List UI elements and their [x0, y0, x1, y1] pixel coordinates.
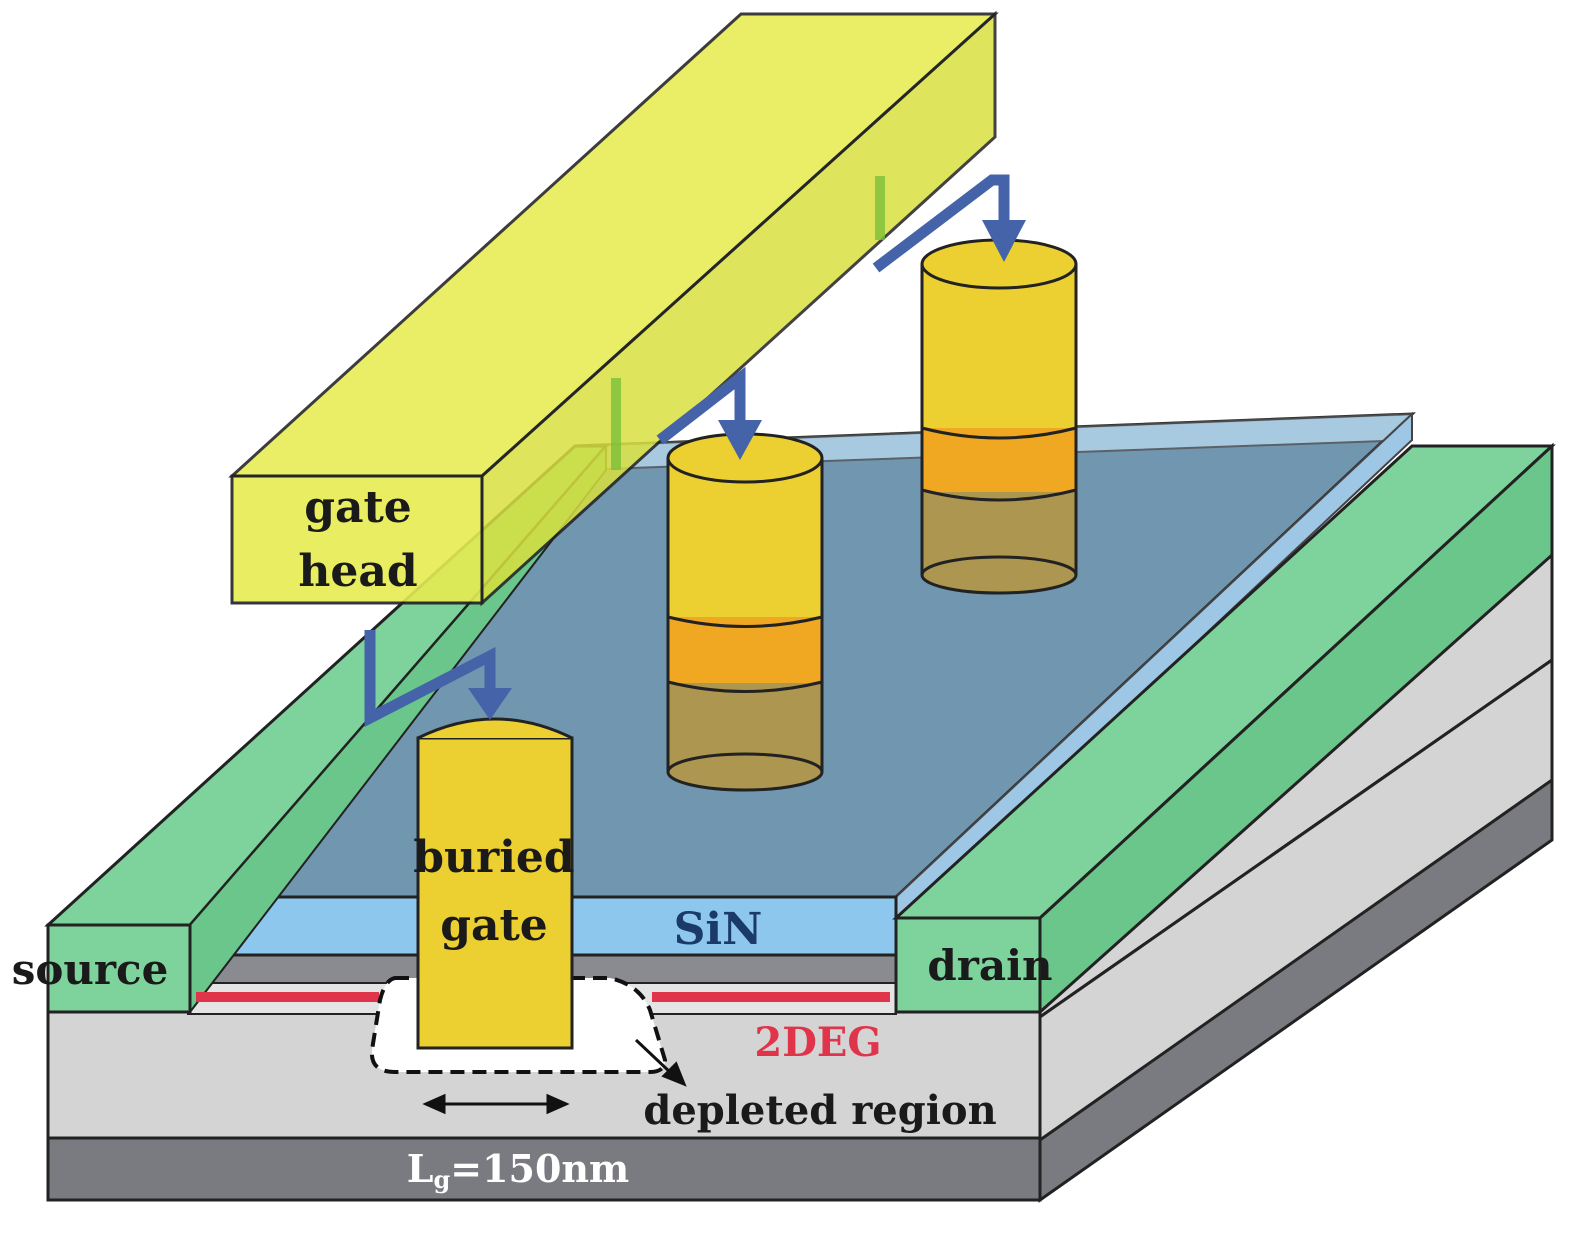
pillar-right [920, 238, 1078, 595]
current-path-arrows [364, 174, 1010, 728]
depleted-region-pointer [634, 1038, 687, 1087]
lg-dimension-arrow [422, 1093, 570, 1115]
gate-length-label: Lg=150nm [407, 1146, 630, 1194]
gate-length-subscript: g [433, 1165, 450, 1194]
pillar-middle [666, 432, 824, 792]
source-label: source [12, 945, 169, 994]
drain-contact [892, 442, 1556, 1016]
twodeg-label: 2DEG [754, 1019, 881, 1066]
buried-gate-label-line2: gate [440, 900, 548, 951]
gate-head-label-line2: head [298, 546, 417, 597]
arrowheads [468, 220, 1026, 720]
sin-label: SiN [674, 904, 763, 955]
twodeg-channel [196, 992, 890, 1002]
drain-label: drain [927, 941, 1052, 990]
buried-gate-pillar [416, 717, 574, 1050]
gate-length-value: =150nm [450, 1146, 629, 1191]
depleted-region-label: depleted region [643, 1087, 996, 1134]
gate-head-label-line1: gate [304, 482, 412, 533]
gate-length-symbol: L [407, 1146, 434, 1191]
buried-gate-label-line1: buried [413, 832, 574, 883]
gate-connector-stubs [611, 176, 885, 470]
gate-head [228, 10, 999, 607]
